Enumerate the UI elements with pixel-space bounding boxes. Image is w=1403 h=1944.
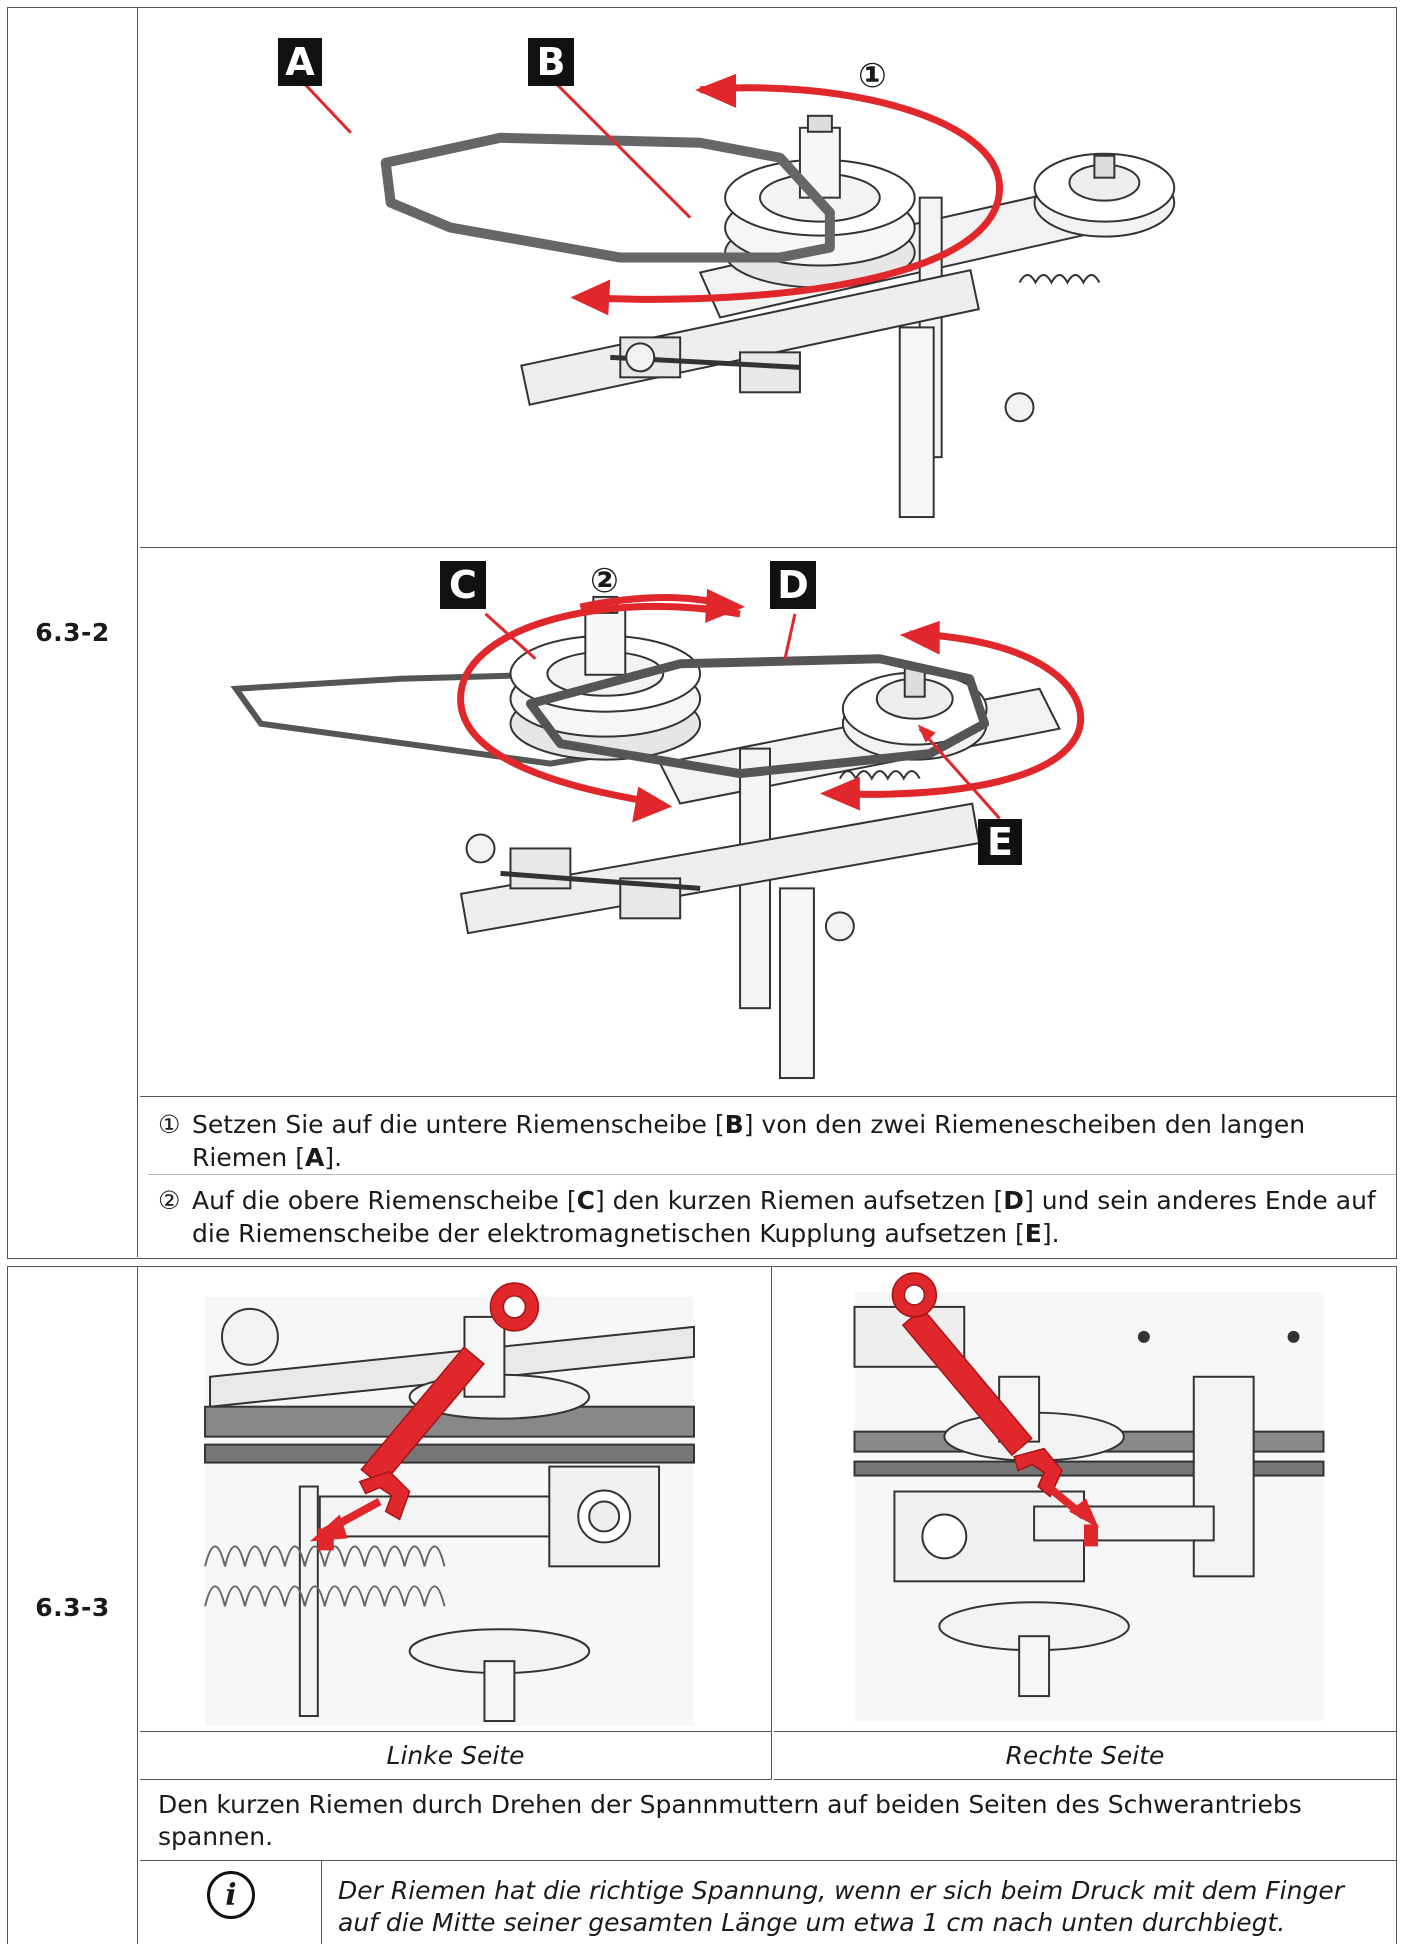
label-a: A (278, 38, 322, 86)
info-icon: i (207, 1871, 255, 1919)
figure-left-side (140, 1267, 772, 1732)
caption-left: Linke Seite (140, 1732, 772, 1780)
label-d: D (770, 561, 816, 609)
note-icon-cell: i (140, 1861, 322, 1944)
instruction-divider (148, 1174, 1396, 1175)
figure-right-side (774, 1267, 1396, 1732)
instruction-2: ② Auf die obere Riemenscheibe [C] den ku… (158, 1186, 1376, 1248)
section-6-3-2-table: 6.3-2 (7, 7, 1397, 1259)
label-c: C (440, 561, 486, 609)
instruction-marker: ① (158, 1110, 181, 1139)
label-b: B (528, 38, 574, 86)
step-marker-1: ① (858, 56, 887, 96)
instruction-1: ① Setzen Sie auf die untere Riemenscheib… (158, 1110, 1306, 1172)
instruction-marker: ② (158, 1186, 181, 1215)
figure-belt-c-d-e: C ② D E (140, 549, 1396, 1097)
note-row: i Der Riemen hat die richtige Spannung, … (140, 1860, 1396, 1944)
section-6-3-3-table: 6.3-3 (7, 1266, 1397, 1944)
step-number: 6.3-2 (8, 8, 138, 1257)
step-marker-2: ② (590, 561, 619, 601)
tension-instruction: Den kurzen Riemen durch Drehen der Spann… (158, 1790, 1302, 1851)
figure-belt-a-b: A B ① (140, 8, 1396, 548)
caption-right: Rechte Seite (774, 1732, 1396, 1780)
label-e: E (978, 819, 1022, 865)
note-text: Der Riemen hat die richtige Spannung, we… (338, 1876, 1345, 1937)
step-number: 6.3-3 (8, 1267, 138, 1944)
